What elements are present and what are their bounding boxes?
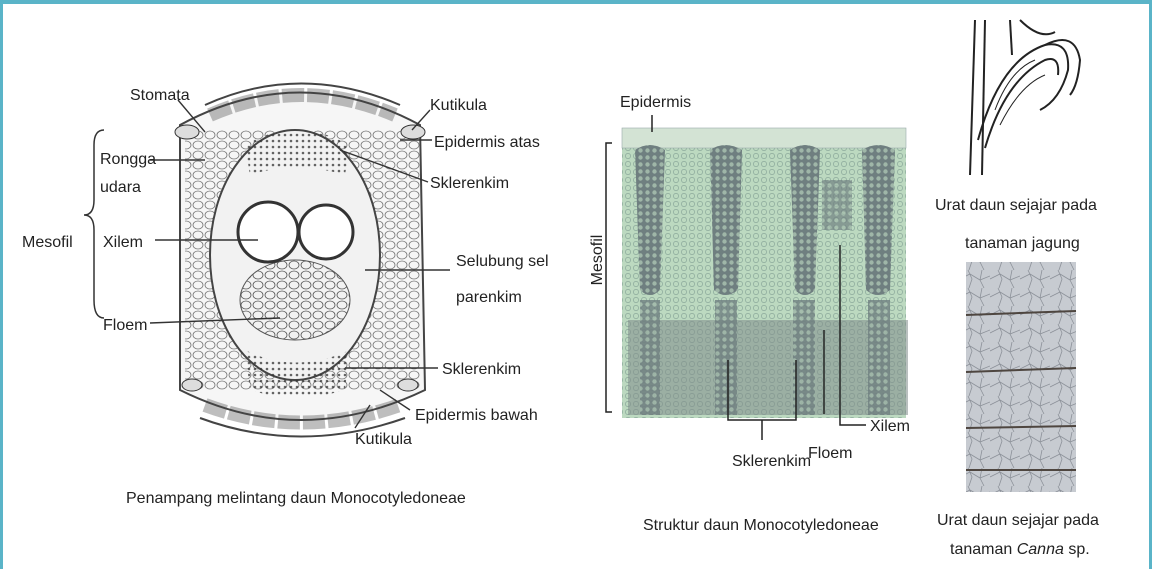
label-sklerenkim-top: Sklerenkim [430, 175, 509, 192]
caption-cross-section: Penampang melintang daun Monocotyledonea… [126, 490, 466, 507]
caption-canna-italic: Canna [1017, 541, 1064, 558]
label-stomata: Stomata [130, 87, 190, 104]
leaf-micrograph [622, 128, 908, 418]
caption-micrograph: Struktur daun Monocotyledoneae [643, 517, 879, 534]
caption-jagung-line-1: Urat daun sejajar pada [935, 197, 1097, 214]
label-sklerenkim-bottom: Sklerenkim [442, 361, 521, 378]
label-sklerenkim-micrograph: Sklerenkim [732, 453, 811, 470]
caption-canna-line-1: Urat daun sejajar pada [937, 512, 1099, 529]
label-mesofil-left: Mesofil [22, 234, 73, 251]
label-mesofil-micrograph: Mesofil [589, 235, 606, 286]
label-xilem-left: Xilem [103, 234, 143, 251]
leaf-cross-section-drawing [175, 84, 425, 437]
micrograph-mesofil-bracket [606, 143, 612, 412]
caption-canna-line-2: tanaman Canna sp. [950, 541, 1090, 558]
label-epidermis-micrograph: Epidermis [620, 94, 691, 111]
caption-canna-suffix: sp. [1064, 541, 1090, 558]
label-floem-micrograph: Floem [808, 445, 852, 462]
label-udara: udara [100, 179, 141, 196]
label-kutikula-bottom: Kutikula [355, 431, 412, 448]
caption-canna-prefix: tanaman [950, 541, 1017, 558]
label-epidermis-atas: Epidermis atas [434, 134, 540, 151]
label-selubung: Selubung sel [456, 253, 549, 270]
label-floem-left: Floem [103, 317, 147, 334]
label-kutikula-top: Kutikula [430, 97, 487, 114]
canna-leaf-photo [966, 262, 1076, 492]
label-epidermis-bawah: Epidermis bawah [415, 407, 538, 424]
label-rongga: Rongga [100, 151, 156, 168]
label-xilem-micrograph: Xilem [870, 418, 910, 435]
label-parenkim: parenkim [456, 289, 522, 306]
corn-leaf-sketch [970, 20, 1080, 175]
caption-jagung-line-2: tanaman jagung [965, 235, 1080, 252]
